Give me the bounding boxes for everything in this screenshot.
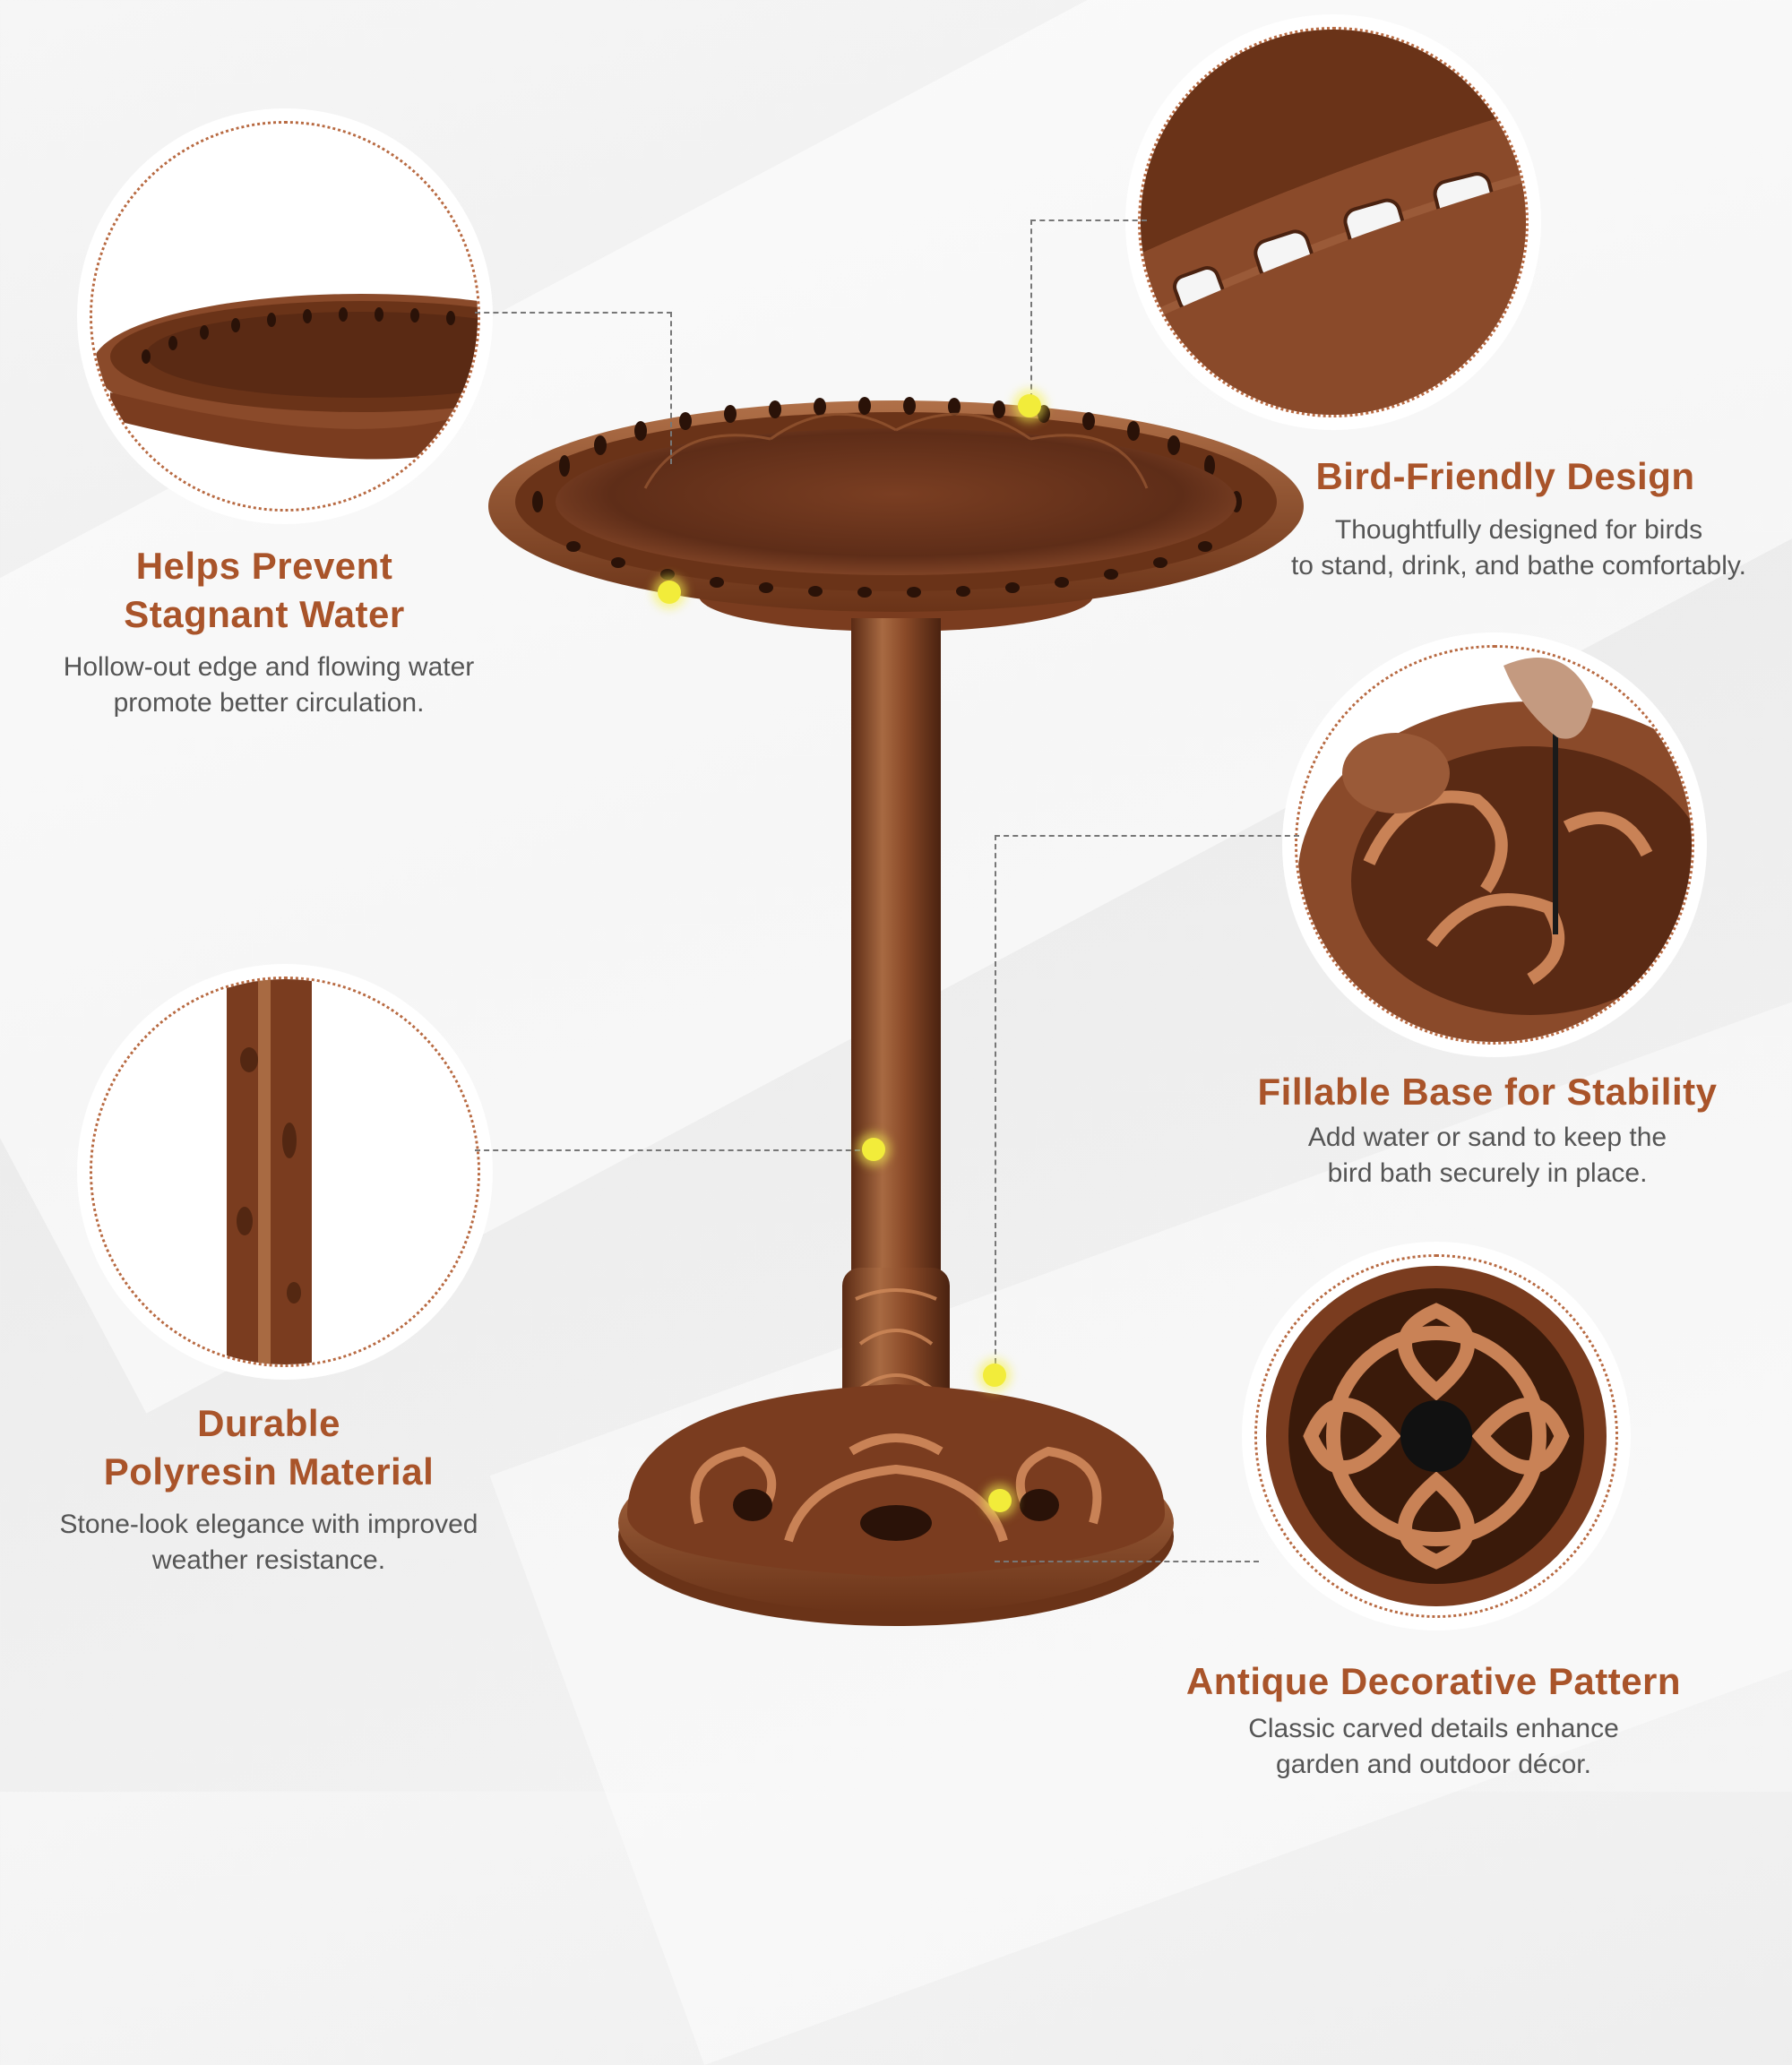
leader-line-pattern: [995, 1561, 1259, 1562]
pattern-title: Antique Decorative Pattern: [1185, 1660, 1682, 1702]
base-dome: [627, 1384, 1165, 1577]
bird-bath-product-image: [488, 397, 1304, 1626]
detail-circle-stem: [90, 977, 480, 1367]
pattern-desc: Classic carved details enhance garden an…: [1248, 1714, 1619, 1779]
callout-dot-icon: [988, 1489, 1012, 1512]
durable-title: Durable Polyresin Material: [103, 1402, 435, 1493]
detail-circle-slots: [1138, 27, 1529, 417]
fillable-desc: Add water or sand to keep the bird bath …: [1307, 1123, 1667, 1188]
base-scrollwork: [690, 1433, 1102, 1543]
leader-line-fillable-vertical: [995, 835, 996, 1364]
bird-friendly-title: Bird-Friendly Design: [1315, 455, 1695, 497]
pedestal-stem: [851, 618, 941, 1272]
stagnant-desc: Hollow-out edge and flowing water promot…: [63, 652, 475, 718]
leader-line-stem: [475, 1149, 869, 1151]
callout-dot-icon: [658, 581, 681, 604]
detail-circle-rim: [90, 121, 480, 512]
leader-line-rim: [475, 312, 672, 314]
detail-circle-fillable-base: [1295, 645, 1694, 1045]
leader-line-rim-vertical: [670, 312, 672, 464]
leader-line-slots: [1030, 219, 1147, 221]
callout-dot-icon: [983, 1364, 1006, 1387]
stagnant-title: Helps Prevent Stagnant Water: [124, 545, 405, 635]
leader-line-slots-vertical: [1030, 219, 1032, 399]
bowl-petals: [643, 412, 1149, 489]
bowl-basin: [556, 428, 1236, 575]
bird-friendly-desc: Thoughtfully designed for birds to stand…: [1290, 515, 1747, 581]
fillable-title: Fillable Base for Stability: [1257, 1071, 1718, 1113]
callout-dot-icon: [1018, 394, 1041, 417]
rim-holes: [532, 397, 1242, 598]
callout-dot-icon: [862, 1138, 885, 1161]
durable-desc: Stone-look elegance with improved weathe…: [59, 1510, 478, 1575]
detail-circle-pattern: [1254, 1254, 1618, 1618]
leader-line-fillable: [995, 835, 1299, 837]
